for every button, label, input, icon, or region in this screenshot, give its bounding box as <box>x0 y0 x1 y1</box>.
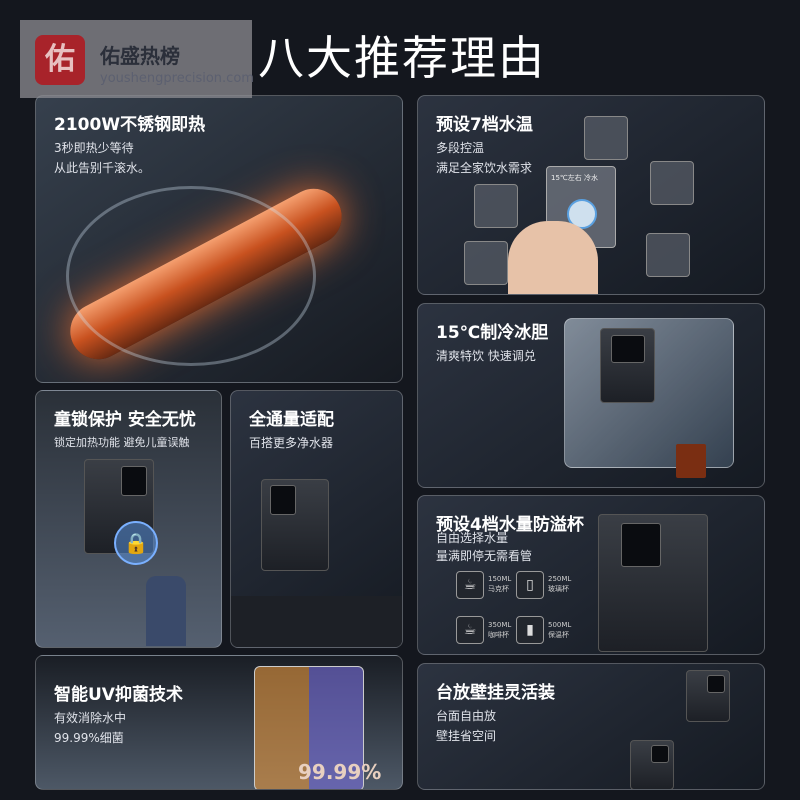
drink-glass <box>676 444 706 478</box>
watermark-name: 佑盛热榜 <box>100 44 180 68</box>
temp-label: 15℃左右 冷水 <box>551 174 598 182</box>
card-title: 智能UV抑菌技术 <box>54 685 183 705</box>
thermos-option[interactable]: ▮ <box>516 616 544 644</box>
temp-tile[interactable] <box>584 116 628 160</box>
card-line: 有效消除水中 <box>54 711 127 725</box>
temp-tile[interactable] <box>650 161 694 205</box>
card-line: 壁挂省空间 <box>436 729 497 743</box>
card-line: 满足全家饮水需求 <box>436 161 533 175</box>
temp-tile[interactable] <box>464 241 508 285</box>
watermark-url: youshengprecision.com <box>100 71 254 86</box>
dispenser-image <box>600 328 655 403</box>
card-line: 台面自由放 <box>436 709 497 723</box>
tank-image <box>254 666 364 789</box>
mug-option[interactable]: ☕ <box>456 571 484 599</box>
card-line: 从此告别千滚水。 <box>54 161 151 175</box>
lock-icon: 🔒 <box>114 521 158 565</box>
card-title: 预设7档水温 <box>436 115 533 135</box>
coffee-cup-option[interactable]: ☕ <box>456 616 484 644</box>
uv-badge: 99.99% <box>298 760 382 784</box>
card-line: 3秒即热少等待 <box>54 141 134 155</box>
card-child-lock: 童锁保护 安全无忧 锁定加热功能 避免儿童误触 🔒 <box>35 390 222 648</box>
card-cooling: 15℃制冷冰胆 清爽特饮 快速调兑 <box>417 303 765 488</box>
dispenser-image <box>261 479 329 571</box>
card-instant-heat: 2100W不锈钢即热 3秒即热少等待 从此告别千滚水。 <box>35 95 403 383</box>
card-title: 2100W不锈钢即热 <box>54 115 206 135</box>
card-title: 台放壁挂灵活装 <box>436 683 555 703</box>
hand-image <box>508 221 598 294</box>
watermark: 佑 佑盛热榜 youshengprecision.com <box>20 20 254 98</box>
card-title: 预设4档水量防溢杯 <box>436 515 584 535</box>
child-image <box>146 576 186 646</box>
temp-tile[interactable] <box>474 184 518 228</box>
page-title: 八大推荐理由 <box>258 31 546 85</box>
card-line: 99.99%细菌 <box>54 731 124 745</box>
card-title: 15℃制冷冰胆 <box>436 323 549 343</box>
card-uv: 智能UV抑菌技术 有效消除水中 99.99%细菌 99.99% <box>35 655 403 790</box>
logo-mark: 佑 <box>35 35 85 85</box>
glass-option[interactable]: ▯ <box>516 571 544 599</box>
card-temperature: 预设7档水温 多段控温 满足全家饮水需求 15℃左右 冷水 <box>417 95 765 295</box>
card-title: 全通量适配 <box>249 410 334 430</box>
card-line: 锁定加热功能 避免儿童误触 <box>54 436 190 449</box>
card-line: 清爽特饮 快速调兑 <box>436 349 536 363</box>
card-line: 量满即停无需看管 <box>436 549 533 563</box>
desk-dispenser-image <box>630 740 674 789</box>
wall-dispenser-image <box>686 670 730 722</box>
card-compatibility: 全通量适配 百搭更多净水器 <box>230 390 403 648</box>
card-line: 自由选择水量 <box>436 531 509 545</box>
card-line: 多段控温 <box>436 141 485 155</box>
card-install: 台放壁挂灵活装 台面自由放 壁挂省空间 <box>417 663 765 790</box>
kitchen-counter <box>231 596 402 647</box>
card-title: 童锁保护 安全无忧 <box>54 410 196 430</box>
card-line: 百搭更多净水器 <box>249 436 334 450</box>
water-splash <box>66 186 316 366</box>
dispenser-image <box>598 514 708 652</box>
temp-tile[interactable] <box>646 233 690 277</box>
